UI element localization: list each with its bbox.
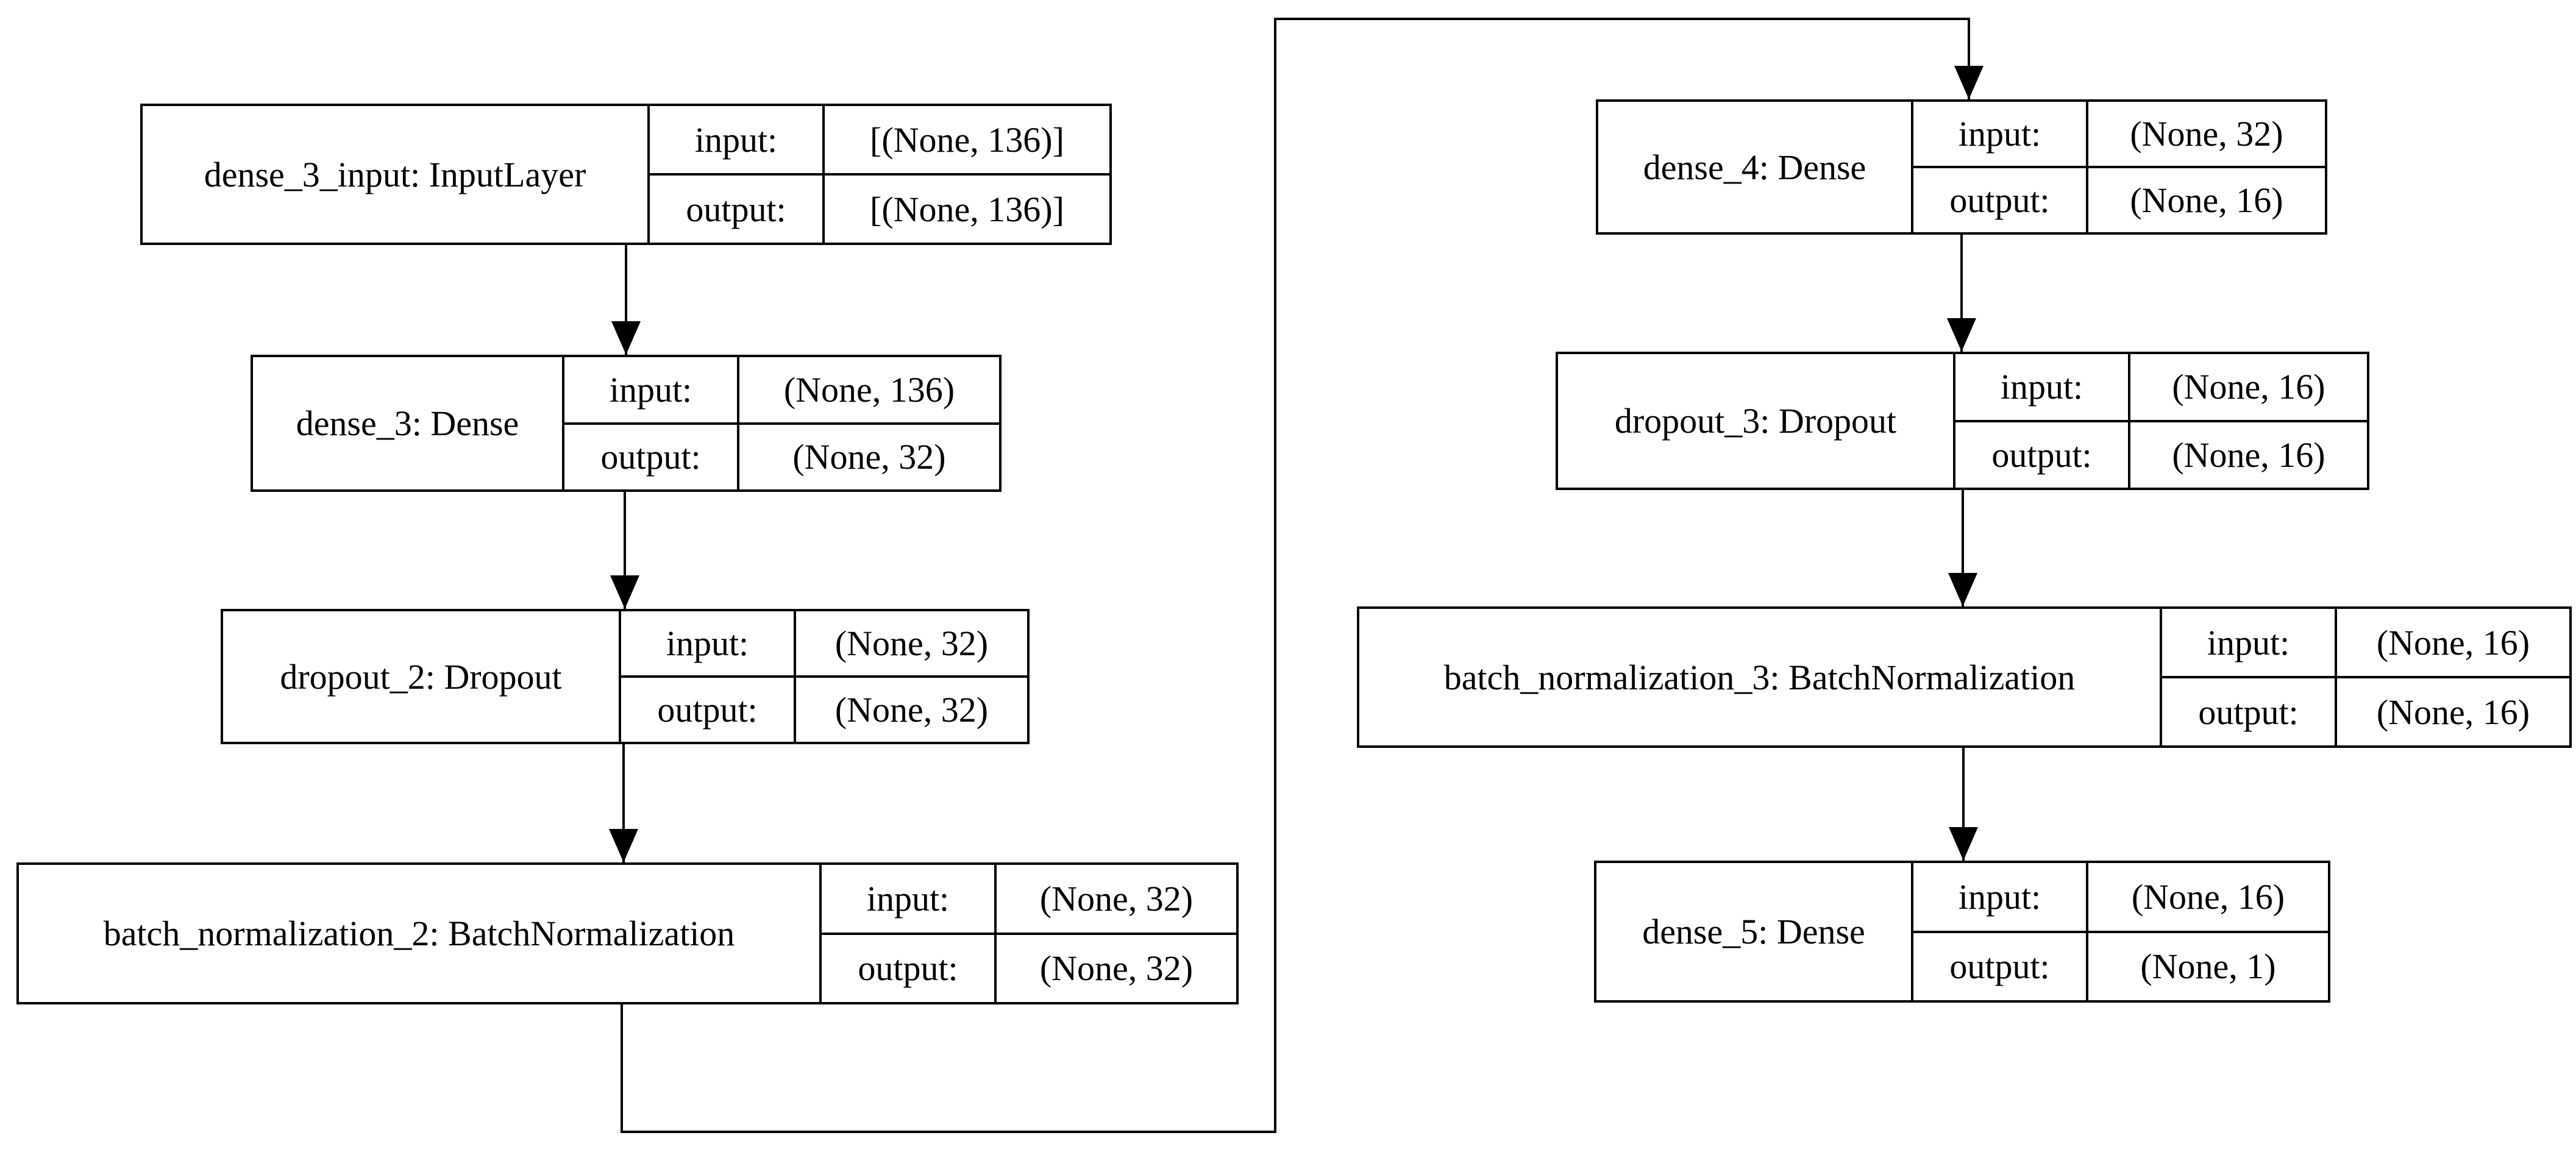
input-shape: (None, 136) — [783, 369, 955, 410]
output-shape: (None, 32) — [1039, 948, 1194, 989]
input-shape: (None, 16) — [2376, 622, 2530, 663]
layer-node-batch-normalization-2: batch_normalization_2: BatchNormalizatio… — [16, 862, 1239, 1004]
layer-label: dense_3_input: InputLayer — [143, 106, 650, 243]
output-key: output: — [1913, 933, 2088, 1000]
output-shape: (None, 16) — [2376, 692, 2530, 732]
output-key: output: — [2162, 678, 2337, 745]
layer-label: batch_normalization_3: BatchNormalizatio… — [1359, 609, 2162, 745]
layer-node-dense-4: dense_4: Dense input: (None, 32) output:… — [1596, 99, 2327, 235]
output-shape: (None, 16) — [2130, 180, 2283, 220]
output-key: output: — [621, 678, 796, 742]
layer-label: dropout_2: Dropout — [223, 611, 621, 742]
input-shape: (None, 32) — [834, 624, 989, 663]
input-key: input: — [650, 106, 825, 173]
layer-node-batch-normalization-3: batch_normalization_3: BatchNormalizatio… — [1357, 606, 2572, 748]
input-key: input: — [621, 611, 796, 675]
output-key: output: — [1955, 422, 2130, 488]
layer-node-dense-3: dense_3: Dense input: (None, 136) output… — [251, 355, 1002, 492]
output-shape: (None, 32) — [834, 690, 989, 730]
input-key: input: — [1955, 354, 2130, 420]
input-key: input: — [1913, 102, 2088, 166]
input-shape: (None, 16) — [2131, 876, 2285, 917]
output-key: output: — [650, 176, 825, 243]
output-key: output: — [564, 424, 739, 489]
input-shape: (None, 32) — [1039, 878, 1194, 919]
output-shape: (None, 1) — [2140, 947, 2276, 987]
input-key: input: — [2162, 609, 2337, 676]
output-shape: [(None, 136)] — [870, 189, 1064, 229]
layer-label: dense_5: Dense — [1596, 863, 1913, 1000]
output-key: output: — [822, 934, 997, 1002]
layer-node-dropout-3: dropout_3: Dropout input: (None, 16) out… — [1556, 352, 2369, 490]
output-shape: (None, 16) — [2172, 435, 2325, 475]
input-shape: (None, 16) — [2172, 367, 2325, 407]
layer-label: dense_3: Dense — [253, 357, 564, 489]
layer-node-dropout-2: dropout_2: Dropout input: (None, 32) out… — [221, 609, 1030, 744]
layer-label: batch_normalization_2: BatchNormalizatio… — [19, 865, 822, 1002]
layer-label: dropout_3: Dropout — [1558, 354, 1955, 488]
layer-node-dense-3-input: dense_3_input: InputLayer input: [(None,… — [140, 104, 1112, 245]
output-shape: (None, 32) — [792, 437, 946, 477]
input-key: input: — [564, 357, 739, 422]
input-shape: (None, 32) — [2130, 114, 2283, 154]
input-key: input: — [822, 865, 997, 933]
output-key: output: — [1913, 168, 2088, 232]
input-key: input: — [1913, 863, 2088, 931]
input-shape: [(None, 136)] — [870, 119, 1064, 160]
layer-label: dense_4: Dense — [1598, 102, 1913, 232]
layer-node-dense-5: dense_5: Dense input: (None, 16) output:… — [1594, 861, 2330, 1003]
